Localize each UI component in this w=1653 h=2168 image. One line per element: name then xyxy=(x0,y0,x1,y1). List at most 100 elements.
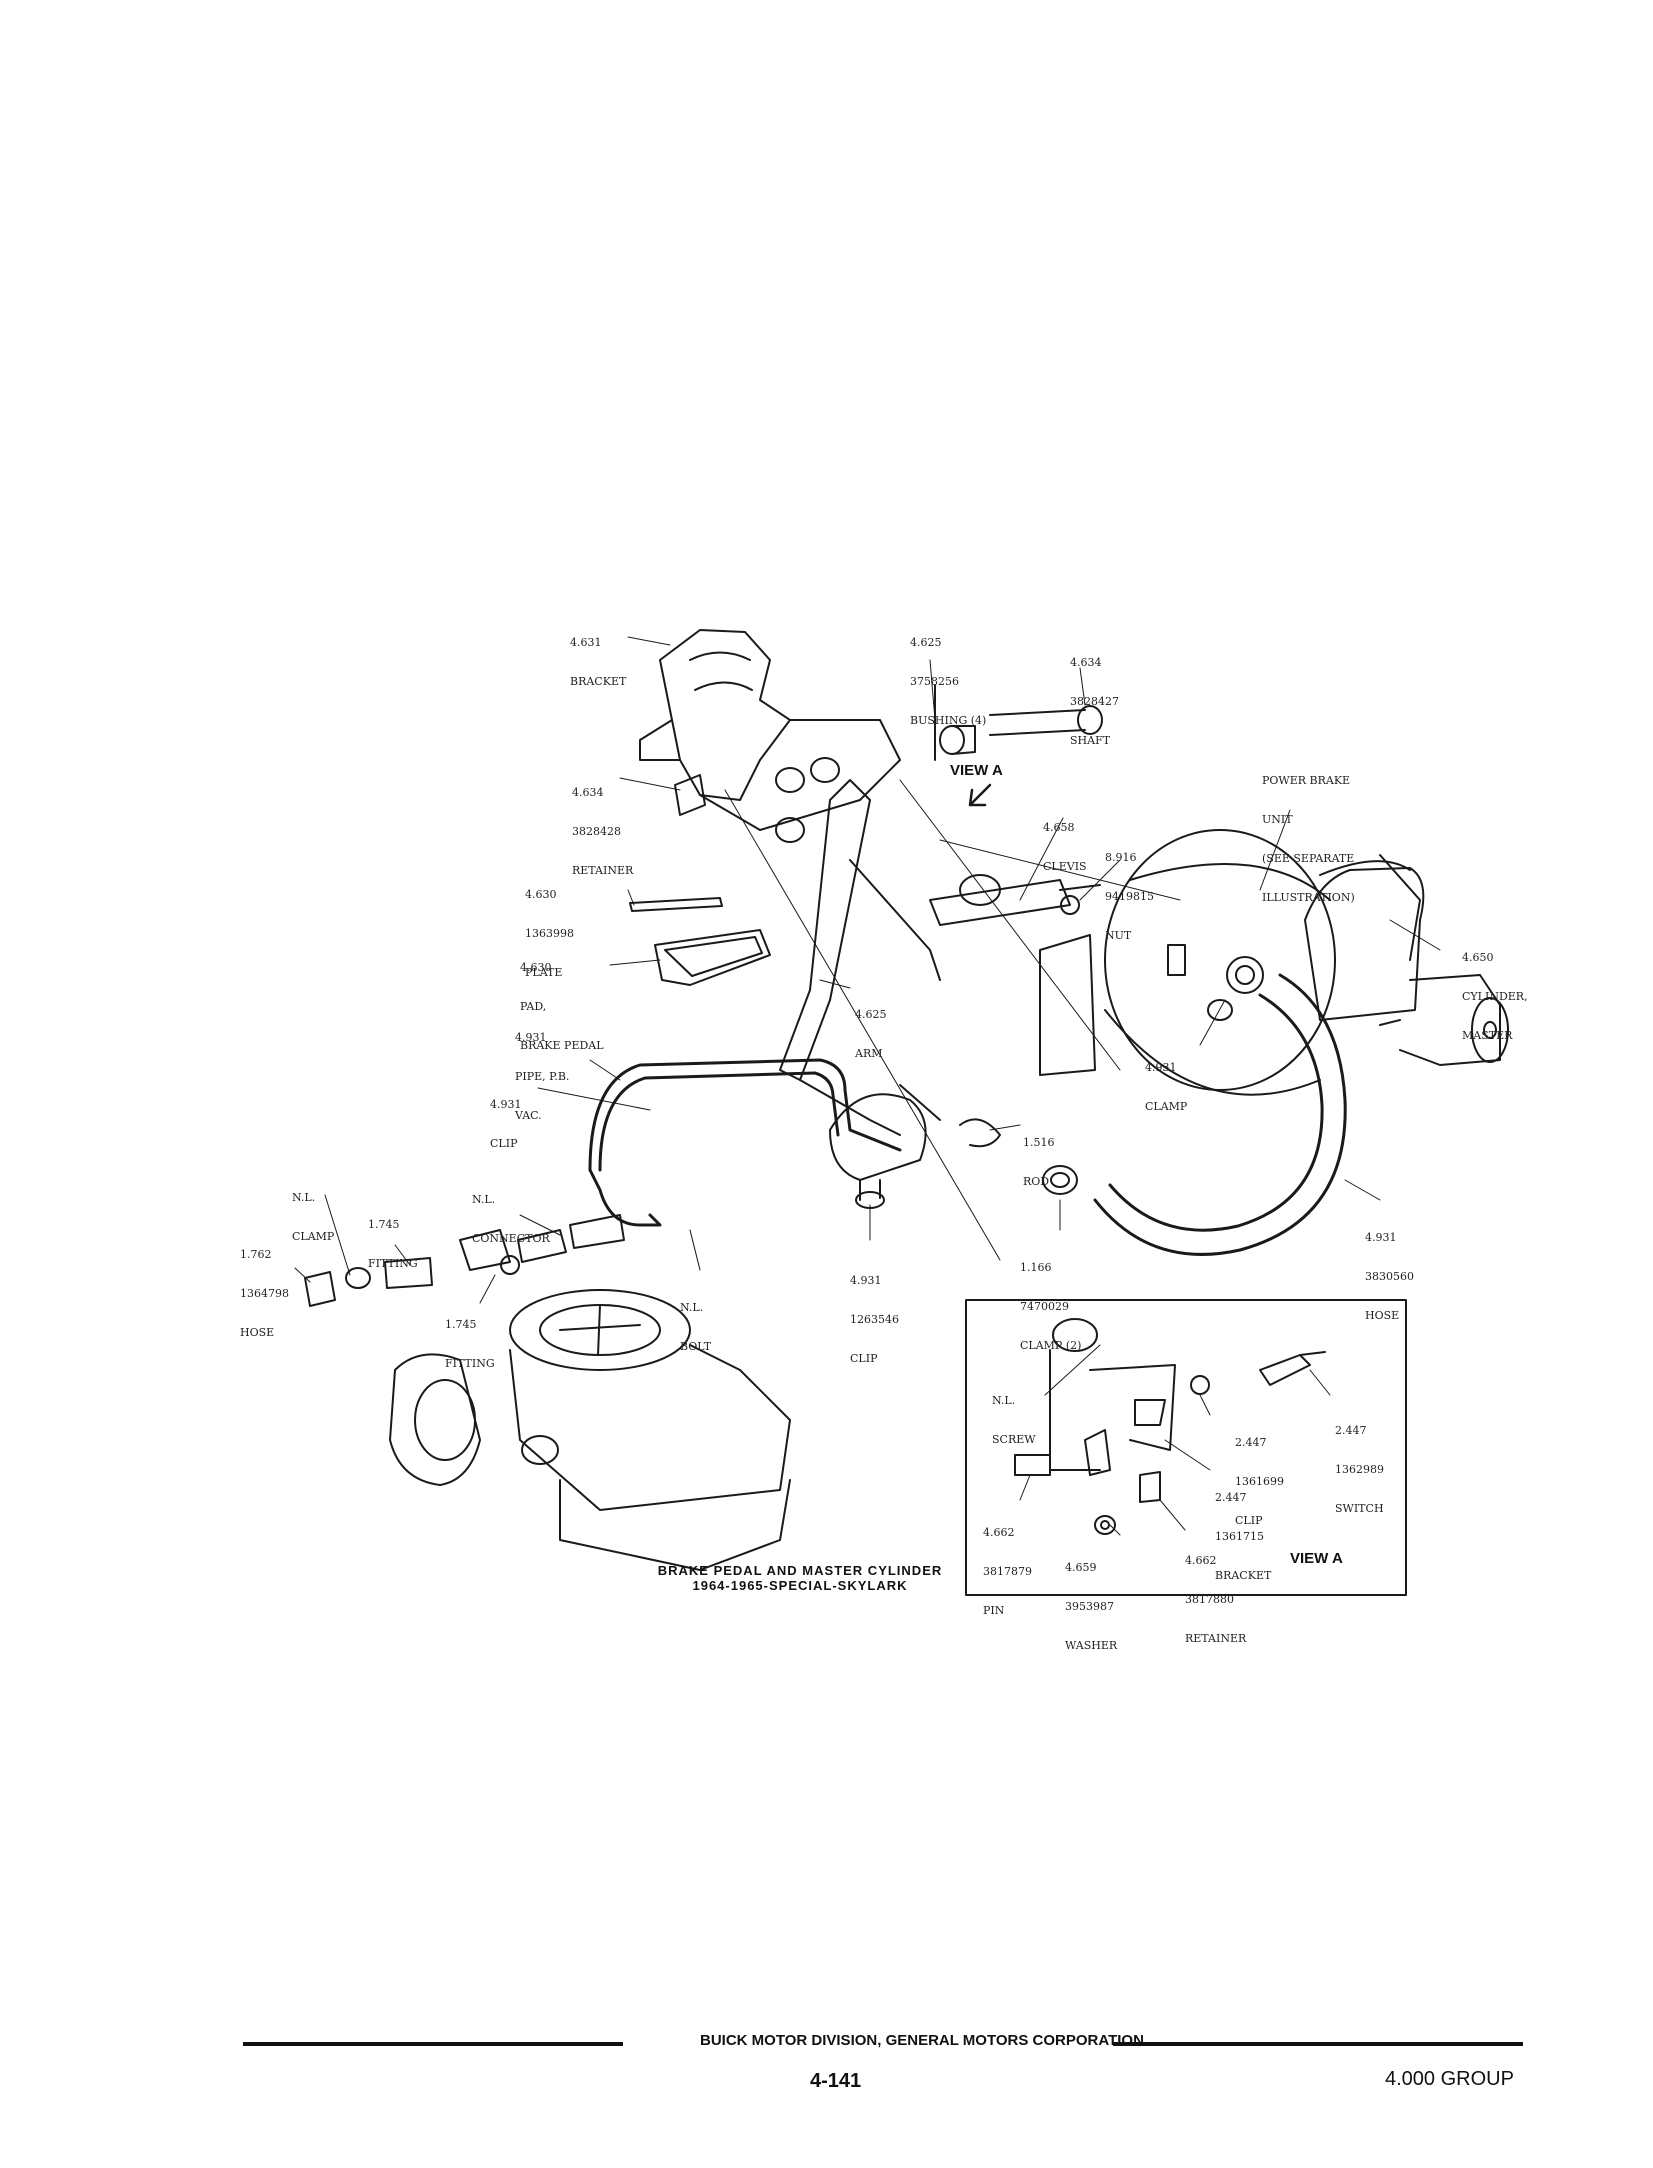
callout-ref: 4.630 xyxy=(525,888,557,901)
callout-desc: BRAKE PEDAL xyxy=(520,1039,604,1052)
pedal-bracket-drawing xyxy=(639,629,901,843)
reference-lines xyxy=(724,779,1181,1261)
retainer-drawing xyxy=(674,774,706,816)
callout-part: 1263546 xyxy=(850,1313,899,1326)
view-a-callout-switch: 2.447 1362989 SWITCH xyxy=(1335,1398,1384,1528)
callout-plate: 4.630 1363998 PLATE xyxy=(525,862,574,992)
callout-desc: PIPE, P.B. xyxy=(515,1070,570,1083)
callout-ref: 4.634 xyxy=(572,786,604,799)
callout-part: 3953987 xyxy=(1065,1600,1114,1613)
callout-desc: RETAINER xyxy=(572,864,634,877)
callout-nl-connector: N.L. CONNECTOR xyxy=(472,1167,550,1258)
callout-ref: 1.745 xyxy=(368,1218,400,1231)
callout-ref: 4.634 xyxy=(1070,656,1102,669)
clevis-drawing xyxy=(929,874,1101,926)
callout-part: 3817880 xyxy=(1185,1593,1234,1606)
callout-part: 1364798 xyxy=(240,1287,289,1300)
callout-desc: SCREW xyxy=(992,1433,1036,1446)
callout-desc: N.L. xyxy=(472,1193,496,1206)
callout-part: 3828428 xyxy=(572,825,621,838)
callout-fitting-upper: 1.745 FITTING xyxy=(368,1192,418,1283)
callout-ref: 4.662 xyxy=(983,1526,1015,1539)
callout-power-brake-unit: POWER BRAKE UNIT (SEE SEPARATE ILLUSTRAT… xyxy=(1262,748,1355,917)
callout-ref: 4.631 xyxy=(570,636,602,649)
master-cylinder-drawing xyxy=(1304,854,1509,1066)
callout-ref: 4.650 xyxy=(1462,951,1494,964)
callout-desc: CLIP xyxy=(1235,1514,1263,1527)
callout-desc: PAD, xyxy=(520,1000,547,1013)
callout-ref: 2.447 xyxy=(1235,1436,1267,1449)
leader-lines xyxy=(294,636,1441,1536)
callout-desc: RETAINER xyxy=(1185,1632,1247,1645)
callout-part: 3817879 xyxy=(983,1565,1032,1578)
view-a-callout-retainer: 4.662 3817880 RETAINER xyxy=(1185,1528,1246,1658)
callout-desc: WASHER xyxy=(1065,1639,1118,1652)
callout-ref: 8.916 xyxy=(1105,851,1137,864)
callout-vacuum-hose: 4.931 3830560 HOSE xyxy=(1365,1205,1414,1335)
power-brake-unit-drawing xyxy=(1039,829,1336,1096)
callout-desc: MASTER xyxy=(1462,1029,1513,1042)
callout-desc: CLIP xyxy=(490,1137,518,1150)
callout-desc: SHAFT xyxy=(1070,734,1111,747)
callout-part: 1363998 xyxy=(525,927,574,940)
callout-part: 3828427 xyxy=(1070,695,1119,708)
view-a-callout-clip: 2.447 1361699 CLIP xyxy=(1235,1410,1284,1540)
callout-vacuum-pipe: 4.931 PIPE, P.B. VAC. xyxy=(515,1005,569,1135)
callout-nut: 8.916 9419815 NUT xyxy=(1105,825,1154,955)
callout-clamp: 4.931 CLAMP xyxy=(1145,1035,1187,1126)
callout-desc: CLIP xyxy=(850,1352,878,1365)
callout-arm: 4.625 ARM xyxy=(855,982,887,1073)
callout-ref: 4.659 xyxy=(1065,1561,1097,1574)
callout-hose-left: 1.762 1364798 HOSE xyxy=(240,1222,289,1352)
callout-clip: 4.931 CLIP xyxy=(490,1072,522,1163)
view-a-callout-washer: 4.659 3953987 WASHER xyxy=(1065,1535,1117,1665)
brake-arm-drawing xyxy=(779,779,941,1136)
rod-and-filter-drawing xyxy=(829,1084,1001,1209)
footer-rule-left xyxy=(243,2042,623,2046)
fittings-drawing xyxy=(304,1214,625,1307)
footer-page-number: 4-141 xyxy=(810,2070,862,2092)
callout-ref: 1.516 xyxy=(1023,1136,1055,1149)
view-a-pointer-label: VIEW A xyxy=(950,762,1003,779)
callout-ref: 4.931 xyxy=(850,1274,882,1287)
callout-desc: CLAMP xyxy=(1145,1100,1188,1113)
callout-desc: HOSE xyxy=(240,1326,275,1339)
view-a-box-label: VIEW A xyxy=(1290,1550,1343,1567)
callout-rod: 1.516 ROD xyxy=(1023,1110,1055,1201)
callout-desc: ROD xyxy=(1023,1175,1050,1188)
callout-desc: (SEE SEPARATE xyxy=(1262,852,1355,865)
callout-desc: PLATE xyxy=(525,966,563,979)
shaft-and-bushings-drawing xyxy=(934,684,1103,761)
callout-ref: 4.931 xyxy=(515,1031,547,1044)
callout-desc: PIN xyxy=(983,1604,1005,1617)
callout-desc: BRACKET xyxy=(570,675,627,688)
callout-desc: HOSE xyxy=(1365,1309,1400,1322)
diagram-title-line2: 1964-1965-SPECIAL-SKYLARK xyxy=(692,1578,908,1593)
footer-group: 4.000 GROUP xyxy=(1385,2068,1514,2090)
callout-part: 9419815 xyxy=(1105,890,1154,903)
view-a-callout-bracket: 2.447 1361715 BRACKET xyxy=(1215,1465,1271,1595)
callout-desc: CLEVIS xyxy=(1043,860,1087,873)
diagram-title: BRAKE PEDAL AND MASTER CYLINDER 1964-196… xyxy=(640,1563,960,1593)
callout-bushing: 4.625 3758256 BUSHING (4) xyxy=(910,610,986,740)
callout-ref: 4.931 xyxy=(1145,1061,1177,1074)
footer-rule-right xyxy=(1113,2042,1523,2046)
callout-ref: 2.447 xyxy=(1335,1424,1367,1437)
callout-ref: 1.762 xyxy=(240,1248,272,1261)
callout-clevis: 4.658 CLEVIS xyxy=(1043,795,1087,886)
callout-fitting-lower: 1.745 FITTING xyxy=(445,1292,495,1383)
callout-desc: UNIT xyxy=(1262,813,1293,826)
callout-desc: CONNECTOR xyxy=(472,1232,550,1245)
callout-desc: BOLT xyxy=(680,1340,712,1353)
callout-desc: N.L. xyxy=(680,1301,704,1314)
callout-part: 3830560 xyxy=(1365,1270,1414,1283)
plate-and-pad-drawing xyxy=(629,897,771,986)
callout-part: 1361715 xyxy=(1215,1530,1264,1543)
callout-desc: ARM xyxy=(855,1047,883,1060)
callout-desc: NUT xyxy=(1105,929,1132,942)
callout-bracket: 4.631 BRACKET xyxy=(570,610,626,701)
callout-desc: POWER BRAKE xyxy=(1262,774,1351,787)
callout-nl-bolt: N.L. BOLT xyxy=(680,1275,711,1366)
